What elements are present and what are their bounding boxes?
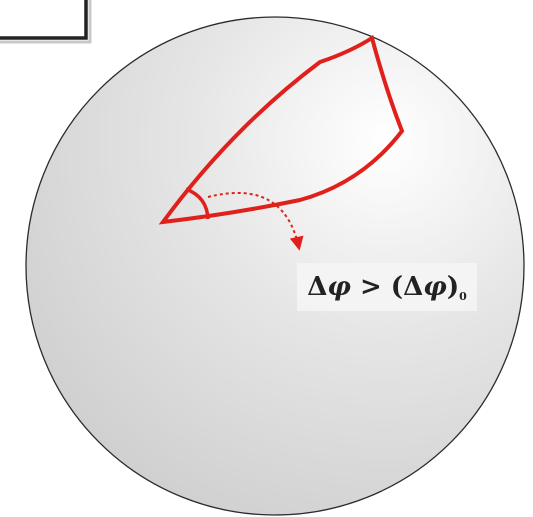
vertex-angle-arc xyxy=(185,187,210,220)
label-phi-2: φ xyxy=(423,272,447,302)
label-close-paren: ) xyxy=(446,272,460,302)
corner-frame-shadow xyxy=(0,0,92,44)
label-open-paren: ( xyxy=(390,272,404,302)
label-delta-2: Δ xyxy=(403,272,424,302)
corner-frame xyxy=(0,0,92,44)
corner-frame-outer xyxy=(0,0,88,40)
label-subscript: 0 xyxy=(459,289,467,303)
label-phi-1: φ xyxy=(327,272,351,302)
label-greater-than: > xyxy=(350,272,391,302)
label-delta-1: Δ xyxy=(307,272,328,302)
region-outline xyxy=(158,34,405,225)
sphere xyxy=(25,16,525,516)
dotted-arrow xyxy=(207,192,304,251)
